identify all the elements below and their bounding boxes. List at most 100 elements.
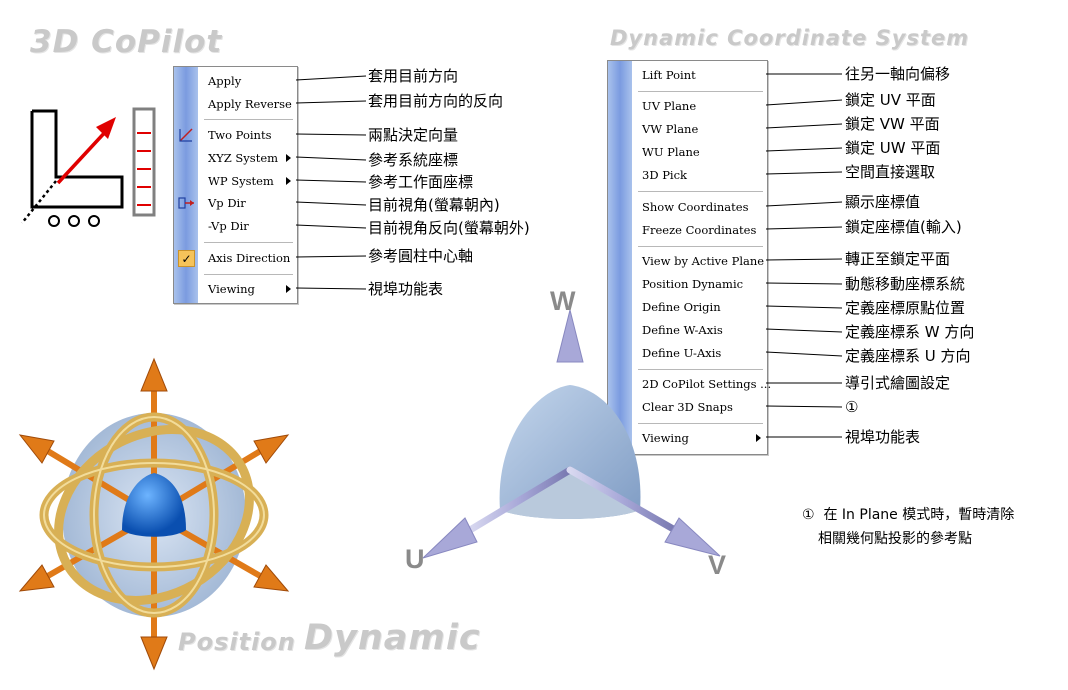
annotation-viewing: 視埠功能表	[368, 280, 444, 298]
footnote: ① 在 In Plane 模式時，暫時清除 相關幾何點投影的參考點	[802, 503, 1014, 551]
menu-item-label: Show Coordinates	[642, 200, 749, 214]
menu-item-axis-direction[interactable]: Axis Direction	[198, 248, 297, 268]
copilot-context-menu: Apply Apply Reverse Two Points XYZ Syste…	[173, 66, 298, 304]
menu-separator	[638, 246, 763, 247]
menu-item-lift-point[interactable]: Lift Point	[632, 65, 767, 85]
menu-item-two-points[interactable]: Two Points	[198, 125, 297, 145]
view-direction-icon	[178, 197, 194, 209]
menu-item-label: Clear 3D Snaps	[642, 400, 733, 414]
menu-item-wp-system[interactable]: WP System	[198, 171, 297, 191]
menu-item-label: XYZ System	[208, 151, 279, 165]
menu-item-clear-3d-snaps[interactable]: Clear 3D Snaps	[632, 397, 767, 417]
axis-label-w: W	[550, 286, 576, 316]
menu-item-viewing[interactable]: Viewing	[198, 279, 297, 299]
menu-item-label: Axis Direction	[208, 251, 291, 265]
annotation-apply: 套用目前方向	[368, 67, 459, 85]
menu-item-viewing[interactable]: Viewing	[632, 428, 767, 448]
menu-item-apply[interactable]: Apply	[198, 71, 297, 91]
menu-item-show-coordinates[interactable]: Show Coordinates	[632, 197, 767, 217]
menu-separator	[638, 423, 763, 424]
menu-item-position-dynamic[interactable]: Position Dynamic	[632, 274, 767, 294]
menu-item-label: 3D Pick	[642, 168, 688, 182]
annotation-xyz-system: 參考系統座標	[368, 151, 459, 169]
footnote-text-1: 在 In Plane 模式時，暫時清除	[823, 507, 1015, 523]
menu-item-label: Viewing	[642, 431, 689, 445]
footnote-marker: ①	[802, 507, 815, 523]
footnote-line-1: ① 在 In Plane 模式時，暫時清除	[802, 503, 1014, 527]
annotation-freeze-coordinates: 鎖定座標值(輸入)	[845, 218, 962, 236]
two-points-icon	[179, 128, 193, 142]
menu-item-define-origin[interactable]: Define Origin	[632, 297, 767, 317]
menu-item-apply-reverse[interactable]: Apply Reverse	[198, 94, 297, 114]
menu-item-label: -Vp Dir	[208, 219, 249, 233]
menu-item-label: Apply Reverse	[208, 97, 292, 111]
menu-item-label: 2D CoPilot Settings ...	[642, 377, 772, 391]
copilot-title: 3D CoPilot	[30, 24, 223, 60]
menu-item-freeze-coordinates[interactable]: Freeze Coordinates	[632, 220, 767, 240]
menu-item-label: Position Dynamic	[642, 277, 744, 291]
menu-separator	[204, 242, 293, 243]
submenu-arrow-icon	[756, 434, 761, 442]
menu-item-label: VW Plane	[642, 122, 699, 136]
axis-label-u: U	[405, 544, 425, 574]
menu-separator	[638, 91, 763, 92]
menu-item-2d-copilot-settings[interactable]: 2D CoPilot Settings ...	[632, 374, 771, 394]
annotation-neg-vp-dir: 目前視角反向(螢幕朝外)	[368, 219, 530, 237]
submenu-arrow-icon	[286, 177, 291, 185]
annotation-define-w-axis: 定義座標系 W 方向	[845, 323, 975, 341]
annotation-define-u-axis: 定義座標系 U 方向	[845, 347, 971, 365]
annotation-two-points: 兩點決定向量	[368, 126, 459, 144]
annotation-clear-3d-snaps: ①	[845, 398, 859, 416]
menu-item-define-u-axis[interactable]: Define U-Axis	[632, 343, 767, 363]
menu-item-view-by-active-plane[interactable]: View by Active Plane	[632, 251, 767, 271]
menu-item-define-w-axis[interactable]: Define W-Axis	[632, 320, 767, 340]
menu-item-vp-dir[interactable]: Vp Dir	[198, 193, 297, 213]
menu-item-label: Two Points	[208, 128, 272, 142]
annotation-2d-copilot-settings: 導引式繪圖設定	[845, 374, 951, 392]
menu-item-label: Apply	[208, 74, 242, 88]
menu-item-label: Vp Dir	[208, 196, 246, 210]
menu-item-label: UV Plane	[642, 99, 697, 113]
axis-label-v: V	[708, 550, 727, 580]
menu-side-strip	[608, 61, 632, 454]
annotation-define-origin: 定義座標原點位置	[845, 299, 966, 317]
annotation-lift-point: 往另一軸向偏移	[845, 65, 951, 83]
annotation-3d-pick: 空間直接選取	[845, 163, 936, 181]
annotation-axis-direction: 參考圓柱中心軸	[368, 247, 474, 265]
menu-item-label: View by Active Plane	[642, 254, 765, 268]
annotation-vp-dir: 目前視角(螢幕朝內)	[368, 196, 500, 214]
annotation-show-coordinates: 顯示座標值	[845, 193, 921, 211]
menu-item-3d-pick[interactable]: 3D Pick	[632, 165, 767, 185]
menu-item-neg-vp-dir[interactable]: -Vp Dir	[198, 216, 297, 236]
menu-separator	[204, 274, 293, 275]
dynamic-coordinate-context-menu: Lift Point UV Plane VW Plane WU Plane 3D…	[607, 60, 771, 455]
menu-item-label: WP System	[208, 174, 274, 188]
menu-item-label: Freeze Coordinates	[642, 223, 757, 237]
menu-item-uv-plane[interactable]: UV Plane	[632, 96, 767, 116]
menu-item-xyz-system[interactable]: XYZ System	[198, 148, 297, 168]
position-dynamic-title-dynamic: Dynamic	[304, 618, 481, 658]
annotation-viewing: 視埠功能表	[845, 428, 921, 446]
menu-item-wu-plane[interactable]: WU Plane	[632, 142, 767, 162]
annotation-apply-reverse: 套用目前方向的反向	[368, 92, 504, 110]
menu-separator	[638, 191, 763, 192]
footnote-text-2: 相關幾何點投影的參考點	[818, 531, 972, 547]
annotation-view-by-active-plane: 轉正至鎖定平面	[845, 250, 951, 268]
menu-item-label: WU Plane	[642, 145, 700, 159]
position-dynamic-title-position: Position	[178, 628, 296, 656]
annotation-uv-plane: 鎖定 UV 平面	[845, 91, 936, 109]
menu-item-vw-plane[interactable]: VW Plane	[632, 119, 767, 139]
position-dynamic-gizmo	[18, 357, 290, 671]
annotation-wp-system: 參考工作面座標	[368, 173, 474, 191]
menu-item-label: Lift Point	[642, 68, 696, 82]
menu-item-label: Define U-Axis	[642, 346, 722, 360]
copilot-icon	[21, 107, 156, 227]
checkmark-icon: ✓	[178, 250, 195, 267]
dynamic-coordinate-title: Dynamic Coordinate System	[610, 26, 970, 50]
menu-separator	[638, 369, 763, 370]
uvw-axis-illustration	[422, 309, 721, 559]
footnote-line-2: 相關幾何點投影的參考點	[802, 527, 1014, 551]
submenu-arrow-icon	[286, 285, 291, 293]
